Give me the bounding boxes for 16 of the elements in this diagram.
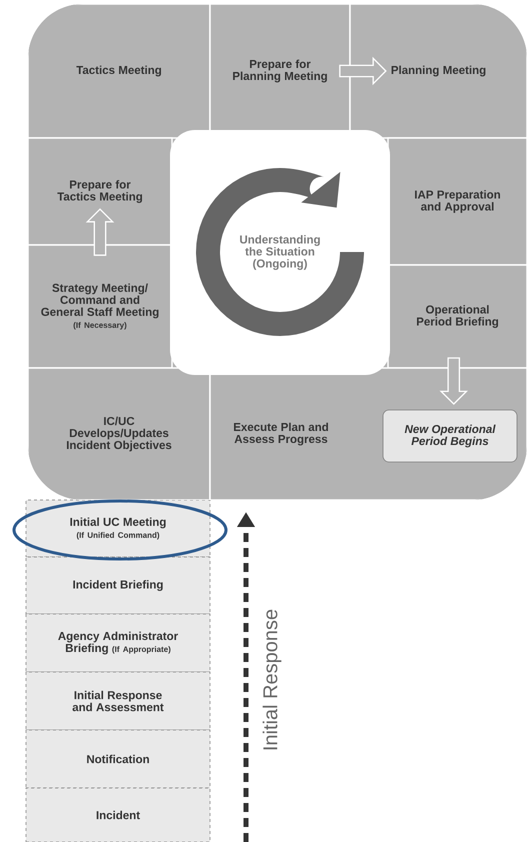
process-cell: IAP Preparation and Approval xyxy=(387,137,527,266)
process-cell: Incident xyxy=(26,788,210,842)
process-cell: Initial Response and Assessment xyxy=(26,672,210,730)
side-label: Initial Response xyxy=(262,610,282,750)
process-cell: Agency Administrator Briefing (If Appropriate) xyxy=(26,614,210,672)
process-cell: Strategy Meeting/ Command and General Staff Meeting (If Necessary) xyxy=(28,244,173,369)
process-cell: Tactics Meeting xyxy=(28,4,211,139)
process-cell: Notification xyxy=(26,730,210,788)
process-cell: Initial UC Meeting (If Unified Command) xyxy=(26,500,210,558)
process-box: New Operational Period Begins xyxy=(382,410,518,462)
process-cell: Prepare for Tactics Meeting xyxy=(28,137,173,246)
process-cell: Operational Period Briefing xyxy=(387,264,527,369)
process-cell: Planning Meeting xyxy=(349,4,527,139)
process-cell: IC/UC Develops/Updates Incident Objectives xyxy=(28,367,211,500)
process-cell: Prepare for Planning Meeting xyxy=(209,4,351,139)
process-cell: Incident Briefing xyxy=(26,556,210,614)
